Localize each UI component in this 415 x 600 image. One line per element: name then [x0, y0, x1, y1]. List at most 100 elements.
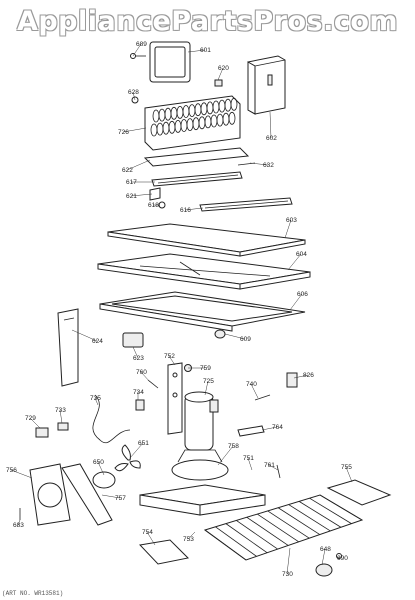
part-label-617: 617 — [126, 179, 137, 186]
leader-line-609 — [224, 333, 246, 340]
part-729-drawing — [35, 427, 49, 438]
part-751-drawing — [139, 484, 266, 516]
part-label-730: 730 — [282, 571, 293, 578]
part-label-618: 618 — [148, 202, 159, 209]
leader-line-735 — [94, 397, 99, 406]
part-601-drawing — [149, 41, 191, 83]
part-label-729: 729 — [25, 415, 36, 422]
leader-line-733 — [59, 409, 63, 424]
part-label-755: 755 — [341, 464, 352, 471]
part-label-689: 689 — [136, 41, 147, 48]
part-label-733: 733 — [55, 407, 66, 414]
part-623-drawing — [122, 332, 144, 348]
leader-line-603 — [284, 219, 292, 239]
part-620-drawing — [214, 79, 223, 87]
leader-line-756 — [10, 469, 33, 479]
part-label-632: 632 — [263, 162, 274, 169]
part-740-drawing — [254, 394, 271, 401]
part-616-drawing — [199, 197, 293, 212]
part-label-606: 606 — [297, 291, 308, 298]
leader-line-757 — [101, 494, 121, 499]
watermark: AppliancePartsPros.com — [16, 6, 399, 37]
coil-loop — [230, 97, 238, 111]
leader-line-623 — [132, 346, 139, 359]
leader-line-621 — [130, 193, 153, 197]
part-label-826: 826 — [303, 372, 314, 379]
leader-line-754 — [146, 531, 156, 546]
part-label-757: 757 — [115, 495, 126, 502]
leader-line-650 — [97, 461, 105, 476]
part-label-628: 628 — [128, 89, 139, 96]
part-label-753: 753 — [183, 536, 194, 543]
part-764-drawing — [237, 425, 265, 437]
part-757-drawing — [61, 463, 113, 526]
part-755-drawing — [326, 479, 392, 506]
leader-line-758 — [217, 445, 234, 466]
condenser-tube — [288, 504, 331, 532]
leader-line-601 — [187, 49, 206, 53]
part-label-601: 601 — [200, 47, 211, 54]
part-826-drawing — [286, 372, 298, 388]
leader-line-651 — [129, 442, 144, 459]
part-624-drawing — [57, 308, 79, 387]
condenser-tube — [298, 501, 342, 528]
part-754-drawing — [138, 539, 190, 565]
condenser-tube — [204, 529, 247, 561]
leader-line-752 — [168, 355, 176, 366]
part-label-760: 760 — [136, 369, 147, 376]
leader-line-602 — [269, 111, 272, 139]
part-648-drawing — [315, 563, 333, 577]
part-label-624: 624 — [92, 338, 103, 345]
leader-line-764 — [261, 426, 278, 431]
part-label-602: 602 — [266, 135, 277, 142]
part-label-725: 725 — [203, 378, 214, 385]
part-label-609: 609 — [240, 336, 251, 343]
part-label-690: 690 — [337, 555, 348, 562]
part-label-650: 650 — [93, 459, 104, 466]
leader-line-725 — [204, 380, 209, 396]
condenser-tube — [236, 520, 278, 550]
part-label-735: 735 — [90, 395, 101, 402]
part-606-drawing — [99, 291, 306, 332]
leader-line-755 — [345, 466, 353, 483]
part-label-754: 754 — [142, 529, 153, 536]
part-761-drawing — [276, 464, 281, 479]
part-label-620: 620 — [218, 65, 229, 72]
part-label-621: 621 — [126, 193, 137, 200]
part-733-drawing — [57, 422, 69, 431]
leader-line-751 — [247, 457, 253, 471]
condenser-tube — [225, 523, 268, 554]
condenser-tube — [267, 510, 310, 539]
part-758-drawing — [171, 449, 229, 481]
leader-line-753 — [187, 531, 196, 540]
part-726-drawing — [144, 95, 241, 151]
part-617-drawing — [151, 171, 243, 187]
part-609-drawing — [214, 329, 226, 339]
leader-line-726 — [122, 127, 147, 133]
leader-line-729 — [29, 417, 41, 429]
leader-line-604 — [287, 253, 302, 271]
leader-line-632 — [249, 162, 269, 166]
condenser-tube — [215, 526, 257, 557]
part-label-604: 604 — [296, 251, 307, 258]
leader-line-730 — [286, 547, 291, 575]
part-label-756: 756 — [6, 467, 17, 474]
condenser-tube — [246, 516, 289, 546]
part-label-751: 751 — [243, 455, 254, 462]
leader-line-760 — [140, 371, 151, 383]
part-730-drawing — [203, 494, 364, 561]
art-number: (ART NO. WR13581) — [2, 590, 64, 597]
part-label-726: 726 — [118, 129, 129, 136]
part-label-616: 616 — [180, 207, 191, 214]
part-689-drawing — [130, 53, 146, 59]
leader-line-683 — [17, 519, 21, 526]
part-604-drawing — [97, 253, 311, 290]
part-label-623: 623 — [133, 355, 144, 362]
condenser-tube — [319, 494, 363, 521]
leader-line-606 — [289, 293, 303, 311]
leader-line-689 — [132, 43, 142, 57]
part-label-759: 759 — [200, 365, 211, 372]
coil-loop — [228, 111, 236, 125]
condenser-tube — [309, 497, 352, 524]
